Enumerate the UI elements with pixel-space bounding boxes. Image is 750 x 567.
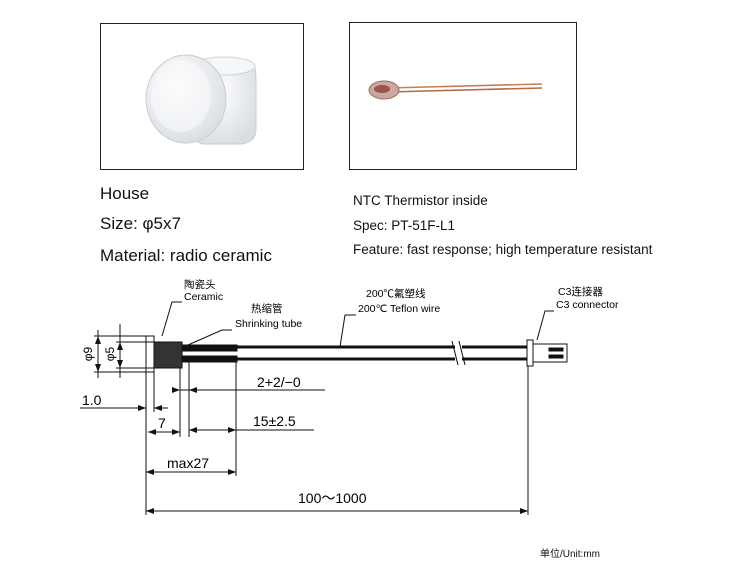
dim-tube-length: 15±2.5	[253, 413, 296, 429]
dim-length-7: 7	[158, 415, 166, 431]
callout-connector-cn: C3连接器	[558, 285, 603, 298]
thermistor-feature: Feature: fast response; high temperature…	[353, 242, 653, 257]
leader-tube	[187, 329, 232, 346]
dim-d5: φ5	[103, 346, 117, 361]
ceramic-house-photo	[100, 23, 304, 170]
connector-plate	[526, 339, 534, 367]
dim-tolerance: 2+2/−0	[257, 374, 301, 390]
unit-note: 单位/Unit:mm	[540, 549, 600, 560]
callout-ceramic-cn: 陶瓷头	[184, 278, 216, 291]
ceramic-house-image	[145, 54, 257, 145]
shrink-tube-top	[181, 344, 238, 352]
callout-wire-cn: 200℃氟塑线	[366, 287, 426, 300]
callout-ceramic-en: Ceramic	[184, 291, 223, 303]
thermistor-type: NTC Thermistor inside	[353, 193, 488, 208]
callout-tube-en: Shrinking tube	[235, 318, 302, 330]
house-title: House	[100, 184, 150, 203]
thermistor-spec: Spec: PT-51F-L1	[353, 218, 456, 233]
dim-d9: φ9	[81, 346, 95, 361]
dim-max27: max27	[167, 455, 209, 471]
callout-connector-en: C3 connector	[556, 299, 619, 311]
ceramic-body-shape	[153, 341, 183, 369]
callout-wire-en: 200℃ Teflon wire	[358, 303, 440, 315]
shrink-tube-bottom	[181, 355, 238, 363]
dim-total-length: 100～1000	[298, 490, 367, 506]
callout-tube-cn: 热缩管	[251, 302, 283, 315]
leader-wire	[339, 314, 356, 348]
ceramic-flange-shape	[145, 335, 155, 373]
leader-ceramic	[161, 301, 182, 337]
connector-body	[532, 343, 568, 363]
house-size: Size: φ5x7	[100, 214, 181, 233]
dim-thickness: 1.0	[82, 392, 102, 408]
house-material: Material: radio ceramic	[100, 246, 272, 265]
leader-connector	[536, 310, 554, 341]
thermistor-image	[368, 80, 543, 100]
thermistor-photo	[349, 22, 577, 170]
